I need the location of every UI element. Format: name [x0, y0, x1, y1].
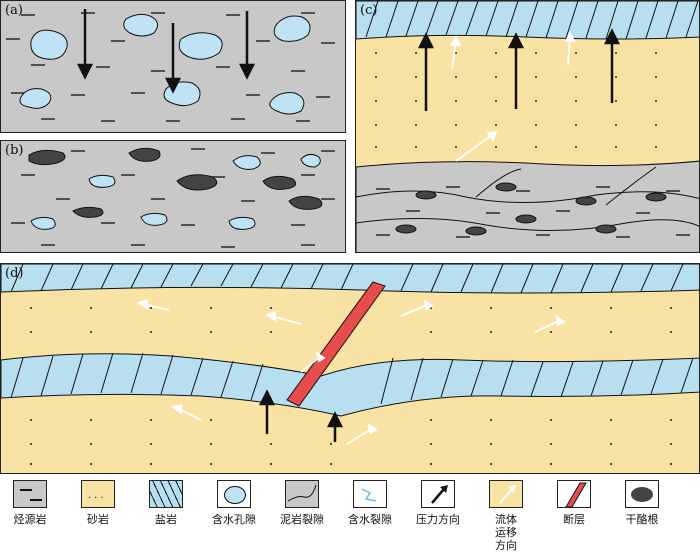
legend-label: 砂岩: [87, 513, 109, 526]
sand-dots-c: [375, 52, 657, 148]
legend-label: 含水裂隙: [348, 513, 392, 526]
fractures-c: [356, 166, 699, 231]
legend: 烃源岩 ··· 砂岩 盐岩 含水孔隙 泥岩裂隙 含水裂隙 压力方向: [0, 480, 700, 552]
kerogen-swatch-icon: [625, 480, 659, 508]
salt-layer-d-middle: [1, 353, 699, 417]
mudstone-fracture-swatch-icon: [285, 480, 319, 508]
water-fracture-swatch-icon: [353, 480, 387, 508]
legend-label: 压力方向: [416, 513, 460, 526]
source-rock-c: [356, 160, 699, 252]
dashes-b: [11, 148, 335, 248]
legend-label: 泥岩裂隙: [280, 513, 324, 526]
sand-dots-d: [30, 307, 672, 465]
fluid-arrows-c: [449, 30, 576, 162]
kerogen-c: [395, 182, 667, 236]
dashes-c: [376, 186, 690, 238]
panel-c-label: (c): [360, 3, 378, 18]
panel-c-drawing: [356, 1, 699, 252]
legend-water-pore: 含水孔隙: [204, 480, 264, 526]
source-rock-swatch-icon: [13, 480, 47, 508]
legend-label: 盐岩: [155, 513, 177, 526]
legend-label: 断层: [563, 513, 585, 526]
panel-a-drawing: [6, 9, 335, 122]
panel-d-drawing: [1, 264, 699, 465]
legend-sandstone: ··· 砂岩: [68, 480, 128, 526]
pressure-arrows-c: [417, 28, 621, 111]
panel-c: (c): [355, 0, 700, 253]
water-pores-a: [19, 13, 311, 115]
legend-source-rock: 烃源岩: [0, 480, 60, 526]
salt-rock-swatch-icon: [149, 480, 183, 508]
fluid-arrow-icon: [489, 480, 523, 508]
panel-a-label: (a): [5, 3, 23, 18]
salt-hatch-c: [365, 1, 699, 40]
legend-mudstone-fracture: 泥岩裂隙: [272, 480, 332, 526]
dashes-a: [6, 12, 335, 122]
water-pores-b: [30, 153, 321, 230]
panel-d: (d): [0, 263, 700, 474]
legend-pressure-direction: 压力方向: [408, 480, 468, 526]
kerogen-b: [28, 147, 323, 218]
legend-dry-asphalt: 干酪根: [612, 480, 672, 526]
panel-b-drawing: [11, 147, 335, 248]
pressure-arrow-icon: [421, 480, 455, 508]
sandstone-swatch-icon: ···: [81, 480, 115, 508]
legend-label: 含水孔隙: [212, 513, 256, 526]
salt-hatch-d-middle: [10, 352, 694, 405]
fault-swatch-icon: [557, 480, 591, 508]
water-pore-swatch-icon: [217, 480, 251, 508]
salt-layer-c: [356, 1, 699, 40]
legend-label: 干酪根: [625, 513, 659, 526]
panel-a: (a): [0, 0, 346, 133]
legend-fluid-migration: 流体运移方向: [476, 480, 536, 552]
panel-b: (b): [0, 140, 346, 253]
pressure-arrows-d: [258, 389, 344, 442]
salt-hatch-d-top: [10, 264, 684, 294]
panel-d-label: (d): [5, 266, 24, 281]
legend-label: 流体运移方向: [495, 513, 517, 552]
fluid-arrows-d: [136, 298, 566, 445]
legend-fault: 断层: [544, 480, 604, 526]
panel-b-label: (b): [5, 143, 24, 158]
legend-label: 烃源岩: [13, 513, 47, 526]
pressure-arrows-a: [76, 9, 256, 94]
legend-salt-rock: 盐岩: [136, 480, 196, 526]
legend-water-fracture: 含水裂隙: [340, 480, 400, 526]
